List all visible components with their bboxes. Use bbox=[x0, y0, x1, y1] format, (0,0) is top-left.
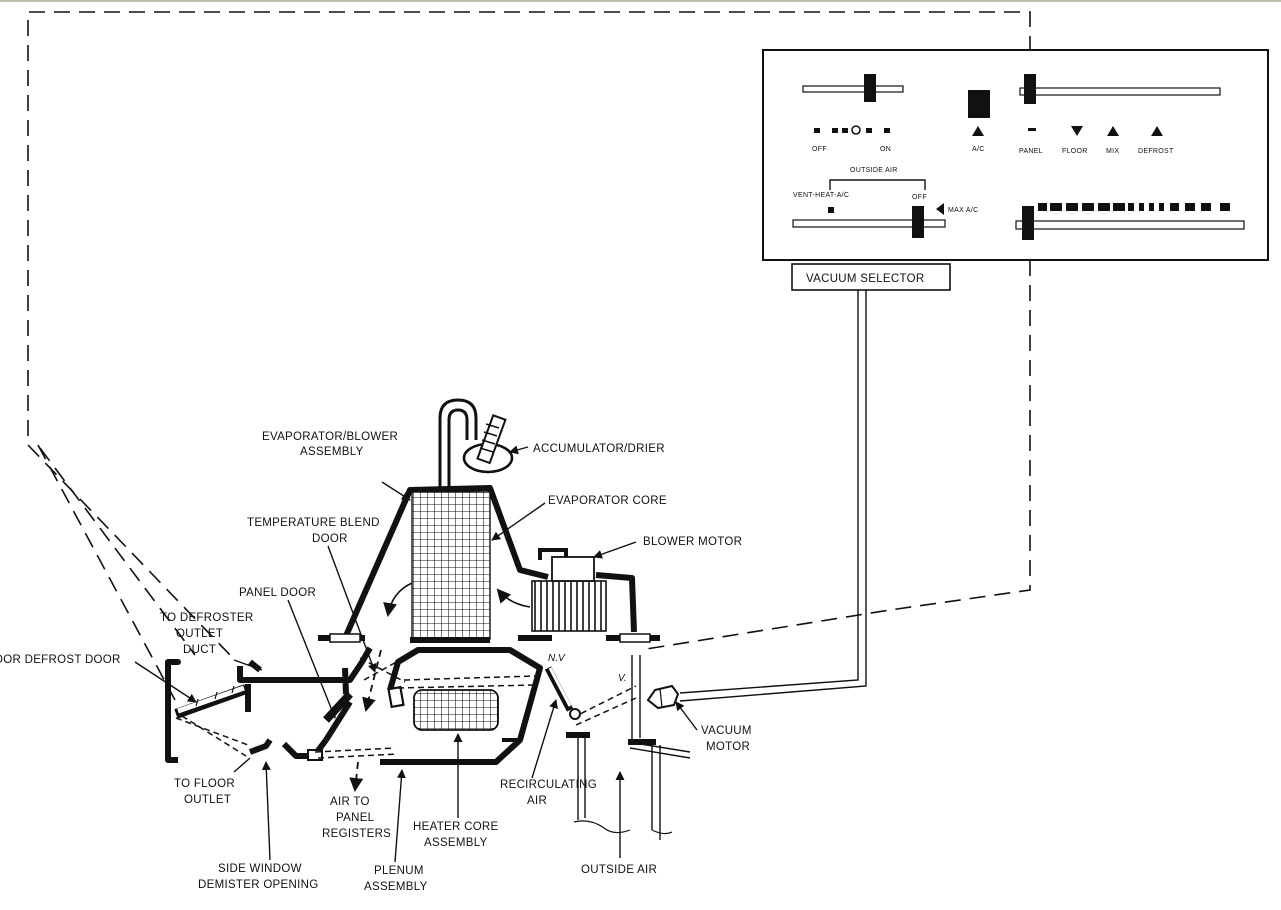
heater-core-label-1: HEATER CORE bbox=[413, 821, 499, 833]
evaporator-blower-assembly bbox=[318, 485, 660, 643]
panel-mark bbox=[1028, 128, 1036, 131]
max-ac-label: MAX A/C bbox=[948, 207, 979, 214]
outside-air-label: OUTSIDE AIR bbox=[850, 167, 898, 174]
temperature-slider-knob[interactable] bbox=[1022, 206, 1034, 240]
defrost-label: DEFROST bbox=[1138, 148, 1174, 155]
vent-mark bbox=[828, 207, 834, 213]
to-defroster-label-1: TO DEFROSTER bbox=[160, 612, 253, 624]
accumulator-drier bbox=[438, 398, 514, 490]
temperature-scale-marks bbox=[1038, 203, 1230, 211]
vacuum-motor-label-1: VACUUM bbox=[701, 725, 752, 737]
air-off-label: OFF bbox=[912, 194, 927, 201]
side-window-label-1: SIDE WINDOW bbox=[218, 863, 302, 875]
air-inlet-section bbox=[544, 655, 691, 840]
function-slider-track[interactable] bbox=[1019, 87, 1221, 96]
leader-lines bbox=[134, 445, 698, 863]
fan-speed-marks bbox=[814, 125, 890, 135]
air-to-panel-label-2: PANEL bbox=[336, 812, 375, 824]
heater-core bbox=[413, 689, 499, 731]
side-window-label-2: DEMISTER OPENING bbox=[198, 879, 318, 891]
vacuum-hose bbox=[679, 290, 867, 702]
callout-labels: EVAPORATOR/BLOWER ASSEMBLY ACCUMULATOR/D… bbox=[0, 431, 752, 893]
evaporator-core bbox=[411, 491, 491, 640]
defroster-floor-ducts bbox=[165, 646, 373, 763]
defrost-mark-icon bbox=[1151, 126, 1163, 136]
temperature-slider-track[interactable] bbox=[1015, 220, 1245, 230]
mix-mark-icon bbox=[1107, 126, 1119, 136]
to-floor-label-1: TO FLOOR bbox=[174, 778, 235, 790]
nv-label: N.V bbox=[548, 653, 566, 664]
evaporator-core-label: EVAPORATOR CORE bbox=[548, 495, 667, 507]
ac-indicator-icon bbox=[972, 126, 984, 136]
vent-heat-ac-label: VENT-HEAT-A/C bbox=[793, 192, 849, 199]
heater-core-label-2: ASSEMBLY bbox=[424, 837, 488, 849]
blower-wheel bbox=[531, 580, 607, 632]
panel-label: PANEL bbox=[1019, 148, 1043, 155]
outside-air-label: OUTSIDE AIR bbox=[581, 864, 657, 876]
plenum-label-2: ASSEMBLY bbox=[364, 881, 428, 893]
fan-off-label: OFF bbox=[812, 146, 827, 153]
v-label: V. bbox=[618, 673, 627, 684]
evaporator-blower-label-1: EVAPORATOR/BLOWER bbox=[262, 431, 398, 443]
fan-slider-track[interactable] bbox=[802, 85, 904, 93]
control-panel: OFF ON A/C PANEL FLOOR MIX DEFROST OUTSI… bbox=[762, 49, 1269, 291]
fan-slider-knob[interactable] bbox=[864, 74, 876, 102]
temperature-blend-label-1: TEMPERATURE BLEND bbox=[247, 517, 380, 529]
ac-label: A/C bbox=[972, 146, 985, 153]
floor-label: FLOOR bbox=[1062, 148, 1088, 155]
air-to-panel-label-1: AIR TO bbox=[330, 796, 370, 808]
temperature-blend-label-2: DOOR bbox=[312, 533, 348, 545]
fan-on-label: ON bbox=[880, 146, 891, 153]
ac-button[interactable] bbox=[968, 90, 990, 118]
airflow-paths bbox=[175, 649, 637, 792]
floor-defrost-door-label: FLOOR DEFROST DOOR bbox=[0, 654, 121, 666]
plenum-assembly bbox=[380, 647, 543, 765]
panel-door-label: PANEL DOOR bbox=[239, 587, 316, 599]
air-to-panel-label-3: REGISTERS bbox=[322, 828, 391, 840]
control-link-dashed bbox=[27, 11, 1031, 701]
accumulator-label: ACCUMULATOR/DRIER bbox=[533, 443, 665, 455]
plenum-label-1: PLENUM bbox=[374, 865, 424, 877]
recirculating-label-1: RECIRCULATING bbox=[500, 779, 597, 791]
vacuum-motor-label-2: MOTOR bbox=[706, 741, 750, 753]
max-ac-pointer-icon bbox=[936, 203, 944, 215]
mix-label: MIX bbox=[1106, 148, 1119, 155]
recirculating-label-2: AIR bbox=[527, 795, 547, 807]
vacuum-selector-box bbox=[791, 263, 951, 291]
air-slider-knob[interactable] bbox=[912, 206, 924, 238]
temperature-blend-door bbox=[387, 685, 405, 709]
to-defroster-label-2: OUTLET bbox=[176, 628, 223, 640]
to-defroster-label-3: DUCT bbox=[183, 644, 216, 656]
floor-mark-icon bbox=[1071, 126, 1083, 136]
blower-motor-label: BLOWER MOTOR bbox=[643, 536, 742, 548]
vacuum-selector-label: VACUUM SELECTOR bbox=[806, 273, 924, 285]
function-slider-knob[interactable] bbox=[1024, 74, 1036, 104]
to-floor-label-2: OUTLET bbox=[184, 794, 231, 806]
vacuum-motor bbox=[646, 684, 680, 710]
blower-motor bbox=[551, 556, 595, 582]
air-slider-track[interactable] bbox=[792, 219, 946, 228]
evaporator-blower-label-2: ASSEMBLY bbox=[300, 446, 364, 458]
